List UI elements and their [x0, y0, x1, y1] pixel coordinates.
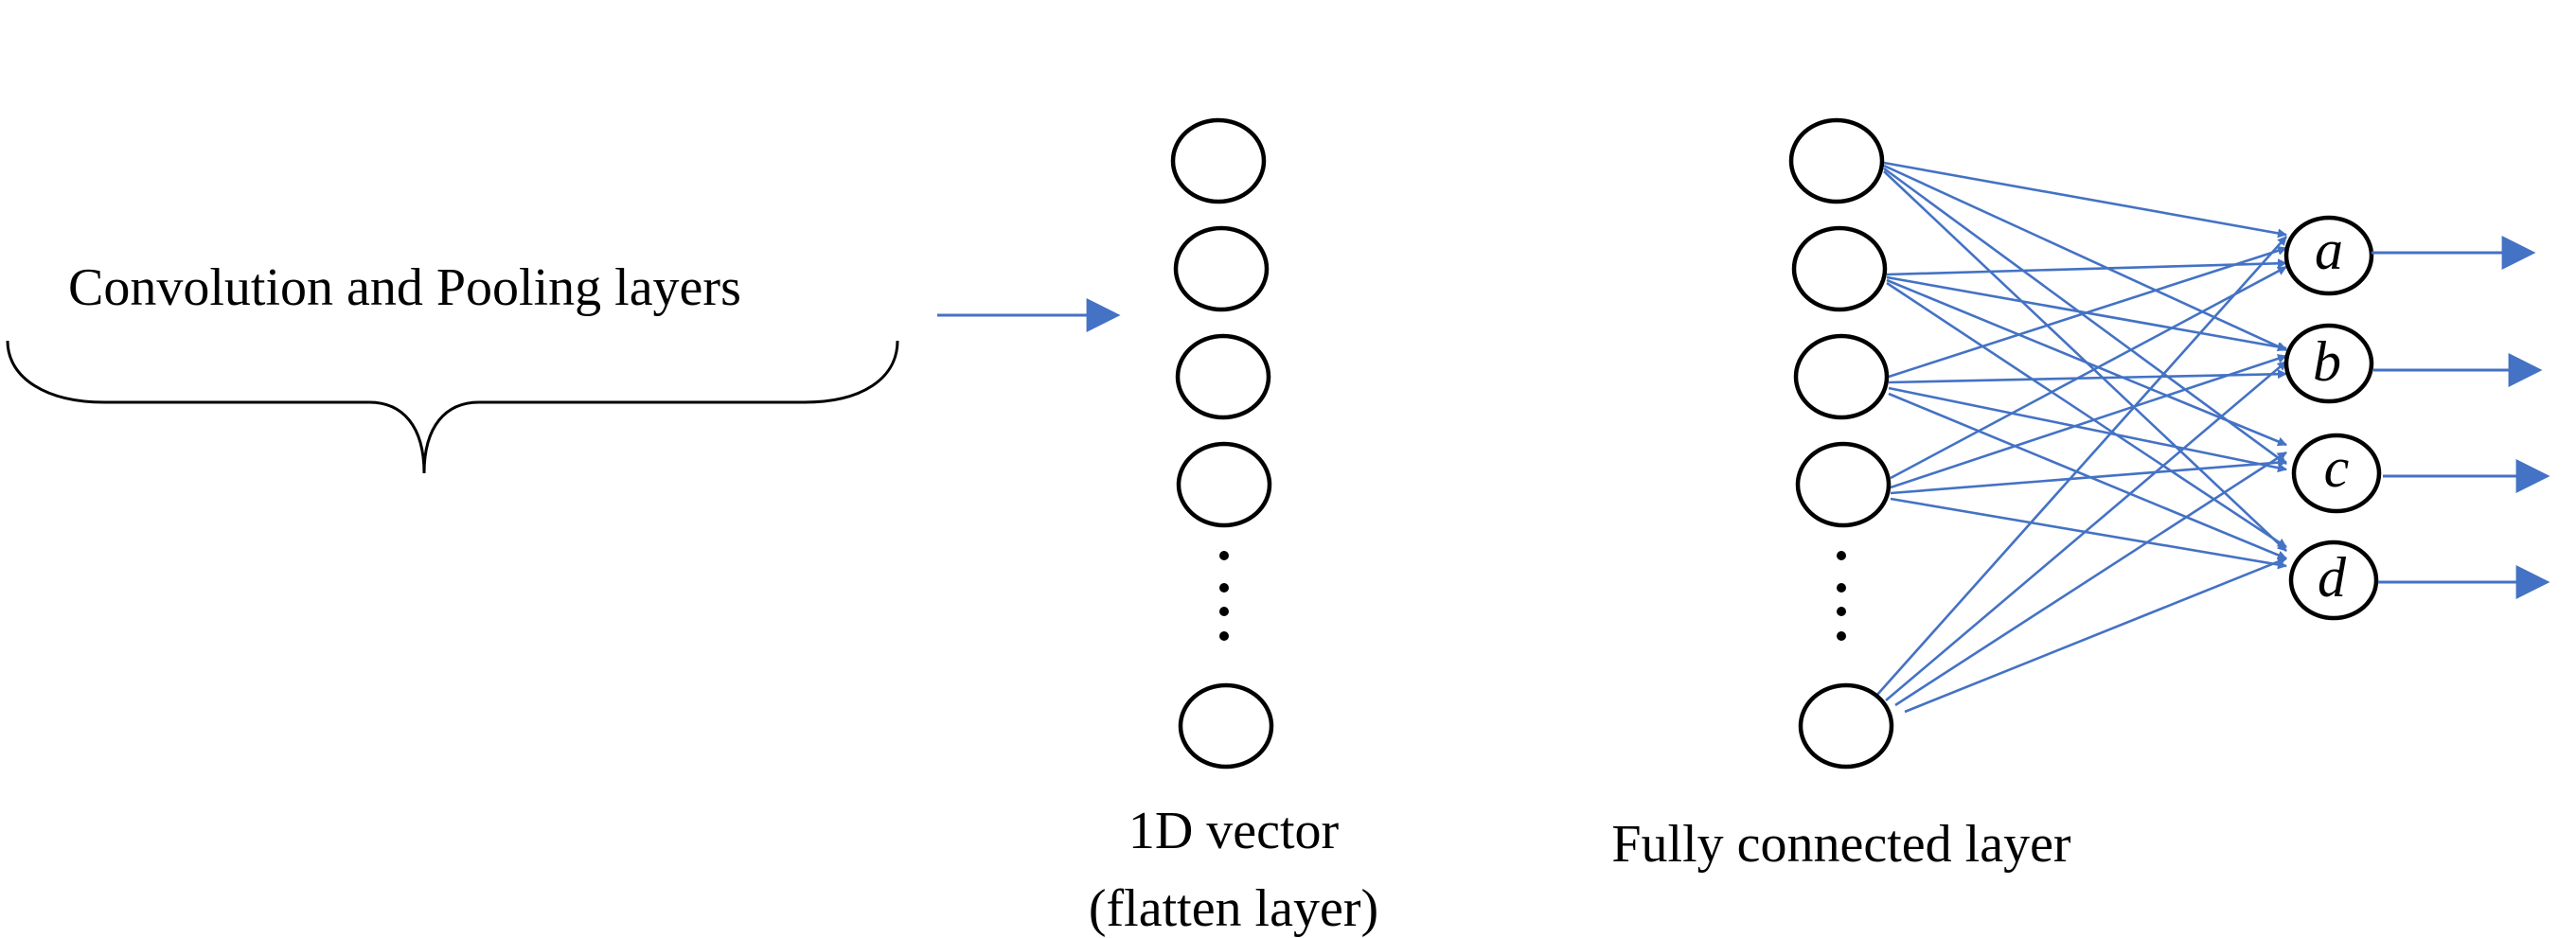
fc-input-node: [1788, 117, 1885, 204]
ellipsis-dot: [1219, 607, 1229, 616]
fc-input-node: [1798, 682, 1894, 770]
fully-connected-label: Fully connected layer: [1611, 815, 2071, 874]
connection-edge: [1888, 369, 2287, 384]
output-node-a-label: a: [2315, 219, 2343, 281]
ellipsis-dot: [1219, 631, 1229, 641]
ellipsis-dot: [1837, 607, 1846, 616]
connection-edge: [1890, 354, 2287, 489]
flatten-node: [1178, 682, 1274, 770]
output-node-a: [2283, 215, 2374, 296]
curly-brace: [6, 340, 899, 474]
output-node-c: [2291, 433, 2382, 514]
ellipsis-dot: [1837, 551, 1846, 560]
connection-edge: [1888, 386, 2287, 473]
connection-edge: [1886, 281, 2287, 549]
connection-edge: [1883, 164, 2287, 352]
connection-edge: [1890, 497, 2287, 570]
conv-pool-label: Convolution and Pooling layers: [68, 258, 741, 317]
connection-edge: [1883, 161, 2287, 239]
ellipsis-dot: [1837, 631, 1846, 641]
output-layer: a b c d: [2283, 215, 2382, 621]
flatten-node: [1173, 225, 1270, 312]
connection-edge: [1886, 258, 2287, 276]
connection-edge: [1888, 246, 2287, 379]
output-node-d: [2288, 540, 2379, 621]
ellipsis-dot: [1219, 583, 1229, 593]
flatten-node: [1175, 333, 1271, 420]
flatten-label-line1: 1D vector: [1128, 802, 1340, 860]
fc-input-node: [1793, 333, 1890, 420]
output-node-d-label: d: [2318, 546, 2347, 609]
ellipsis-dot: [1837, 583, 1846, 593]
connection-edge: [1883, 167, 2287, 466]
fully-connected-input-layer: [1788, 117, 1894, 770]
connection-edge: [1890, 457, 2287, 495]
output-node-c-label: c: [2324, 436, 2350, 499]
output-arrows: [2372, 236, 2550, 599]
connections: [1875, 161, 2287, 714]
flatten-label-line2: (flatten layer): [1089, 879, 1378, 938]
connection-edge: [1875, 236, 2287, 697]
flatten-node: [1170, 117, 1267, 204]
ellipsis-dot: [1219, 551, 1229, 560]
connection-edge: [1885, 361, 2287, 701]
fc-input-node: [1791, 225, 1888, 312]
connection-edge: [1890, 265, 2287, 480]
fc-input-node: [1795, 441, 1892, 528]
flatten-node: [1176, 441, 1272, 528]
connection-edge: [1904, 557, 2287, 714]
output-node-b: [2283, 323, 2374, 404]
output-node-b-label: b: [2313, 330, 2341, 393]
flatten-layer: [1170, 117, 1274, 770]
connection-edge: [1888, 392, 2287, 560]
connection-edge: [1894, 451, 2287, 707]
